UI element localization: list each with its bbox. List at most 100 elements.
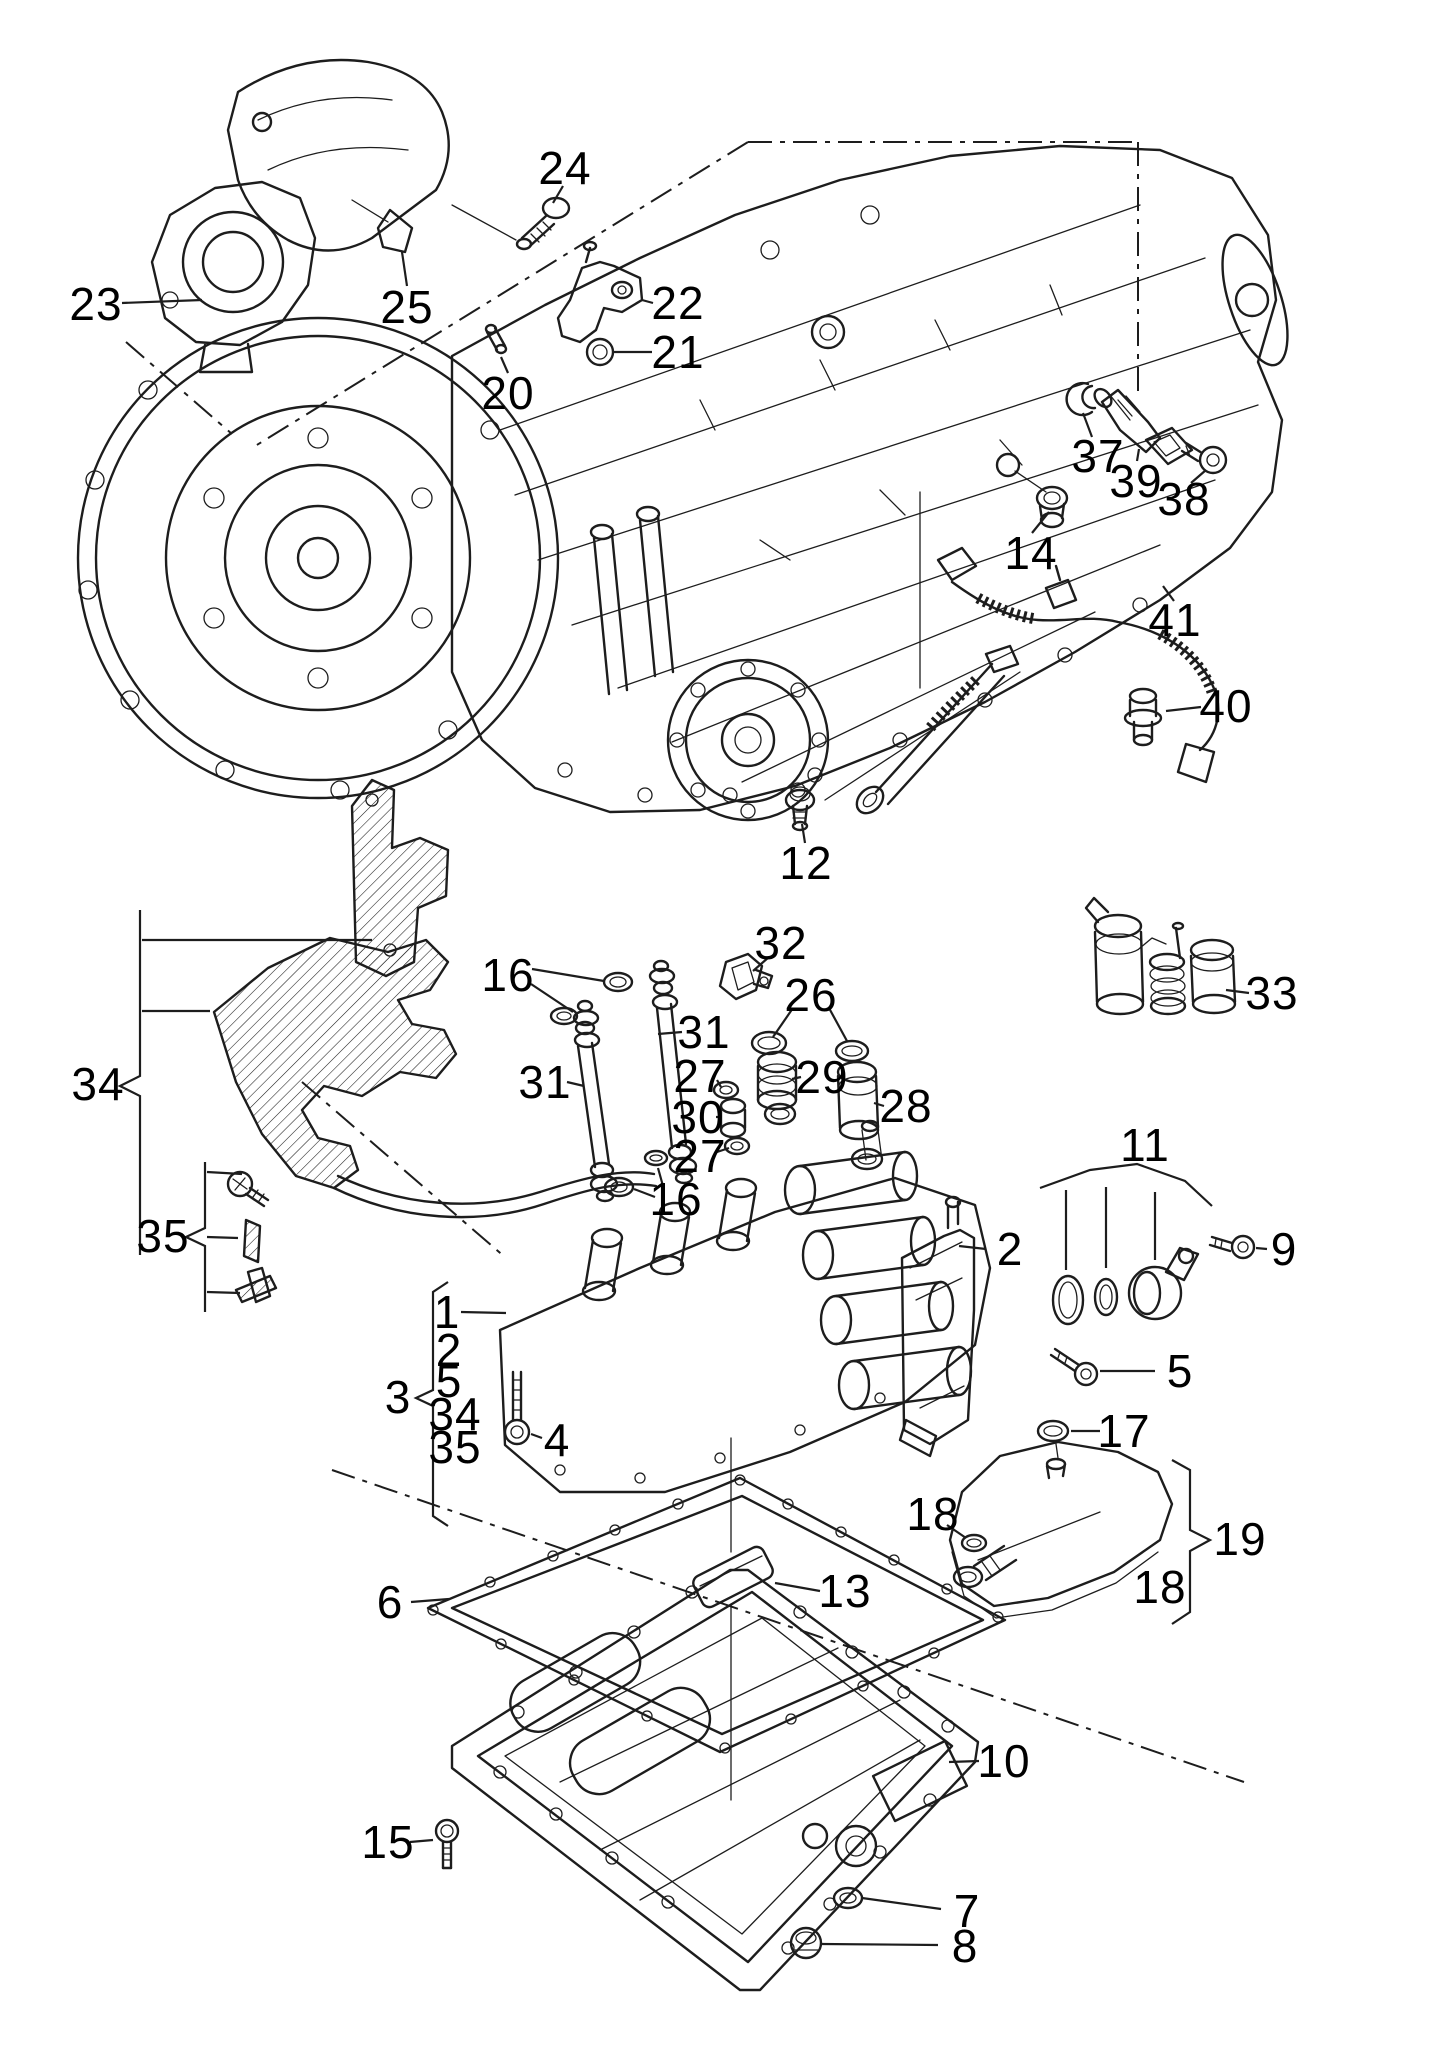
part-label-8: 8 [952,1920,979,1972]
part-label-30: 30 [671,1091,724,1143]
part-label-3: 3 [385,1371,412,1423]
part-label-28: 28 [879,1080,932,1132]
control-unit-2 [898,1195,976,1458]
part-label-9: 9 [1271,1223,1298,1275]
wiring-harness-41 [855,546,1220,815]
leader-line-16 [531,967,605,983]
leader-line-25 [400,251,409,287]
part-label-16: 16 [649,1173,702,1225]
leader-line-29 [791,1075,802,1081]
part-label-18: 18 [906,1488,959,1540]
part-label-2: 2 [997,1223,1024,1275]
part-label-4: 4 [544,1414,571,1466]
part-label-22: 22 [651,277,704,329]
plug-14 [1035,485,1069,529]
leader-line-27 [716,1079,722,1088]
oring-17 [1036,1419,1070,1459]
part-label-33: 33 [1245,967,1298,1019]
leader-line-40 [1165,705,1202,713]
bolt-15 [434,1818,460,1870]
leader-line-31 [657,1030,683,1036]
leader-line-38 [1190,469,1207,484]
oring-21 [585,337,615,367]
part-label-23: 23 [69,278,122,330]
part-label-25: 25 [380,281,433,333]
solenoid-tower [783,1119,973,1411]
screw-9 [1208,1234,1256,1260]
part-label-19: 19 [1213,1513,1266,1565]
screw-12 [784,786,816,832]
pin-20 [484,323,508,355]
group-brackets [117,910,1213,1625]
part-label-20: 20 [481,367,534,419]
oring-18 [960,1533,988,1553]
part-label-13: 13 [818,1565,871,1617]
bracket-group-35 [183,1162,207,1312]
leader-line-8 [821,1942,939,1947]
part-label-35: 35 [428,1421,481,1473]
section-lines [125,141,1245,1783]
part-label-41: 41 [1148,594,1201,646]
part-label-27: 27 [673,1130,726,1182]
breather-cap-40 [1123,687,1163,747]
part-label-17: 17 [1097,1405,1150,1457]
part-label-10: 10 [977,1735,1030,1787]
leader-line-15 [409,1838,434,1844]
oil-pan-10 [450,1568,980,1992]
transmission-housing [76,144,1289,822]
leader-line-23 [121,298,203,305]
bracket-group-19 [1171,1459,1213,1625]
leader-line-9 [1255,1246,1268,1251]
part-label-15: 15 [361,1816,414,1868]
leader-line-18 [946,1524,967,1539]
leader-line-26 [772,1007,794,1038]
part-label-11: 11 [1120,1119,1170,1171]
part-label-35: 35 [136,1210,189,1262]
part-label-31: 31 [518,1056,571,1108]
leader-line-16 [656,1167,665,1187]
leader-line-16 [633,1187,656,1199]
gasket-6 [426,1474,1007,1754]
fastener-set-35 [226,1170,278,1304]
part-label-38: 38 [1157,473,1210,525]
leader-line-14 [1031,511,1050,534]
leader-line-10 [948,1759,980,1764]
solenoid-row [581,1177,758,1302]
screw-38 [1180,441,1228,475]
screw-4 [503,1370,531,1446]
retainer-32 [718,952,774,1001]
leader-line-12 [800,823,807,844]
leader-line-26 [828,1007,848,1042]
part-label-40: 40 [1199,680,1252,732]
leader-line-2 [958,1244,987,1251]
leader-line-27 [716,1146,730,1154]
part-label-34: 34 [71,1058,124,1110]
gearbox-mount-23 [150,180,317,374]
orings-16 [549,971,669,1198]
leader-line-20 [499,356,510,374]
leader-line-31 [566,1080,585,1088]
leader-line-4 [530,1432,543,1440]
part-label-18: 18 [1133,1561,1186,1613]
bracket-group-3 [413,1281,449,1527]
part-label-21: 21 [651,326,704,378]
sleeve-set-33 [1084,896,1237,1016]
part-label-5: 5 [436,1355,463,1407]
leader-line-39 [1135,448,1141,462]
valve-body-1 [498,1119,992,1494]
leader-line-28 [873,1101,885,1108]
part-label-1: 1 [434,1286,461,1338]
leader-line-41 [1162,585,1175,602]
oil-strainer-18 [948,1440,1174,1619]
part-label-37: 37 [1071,430,1124,482]
leader-line-7 [861,1896,942,1911]
leader-line-33 [1225,988,1250,995]
part-label-34: 34 [428,1388,481,1440]
shift-bracket-22 [556,240,644,344]
part-label-6: 6 [377,1576,404,1628]
oil-pipe-bracket-34 [212,778,658,1219]
part-label-16: 16 [481,949,534,1001]
